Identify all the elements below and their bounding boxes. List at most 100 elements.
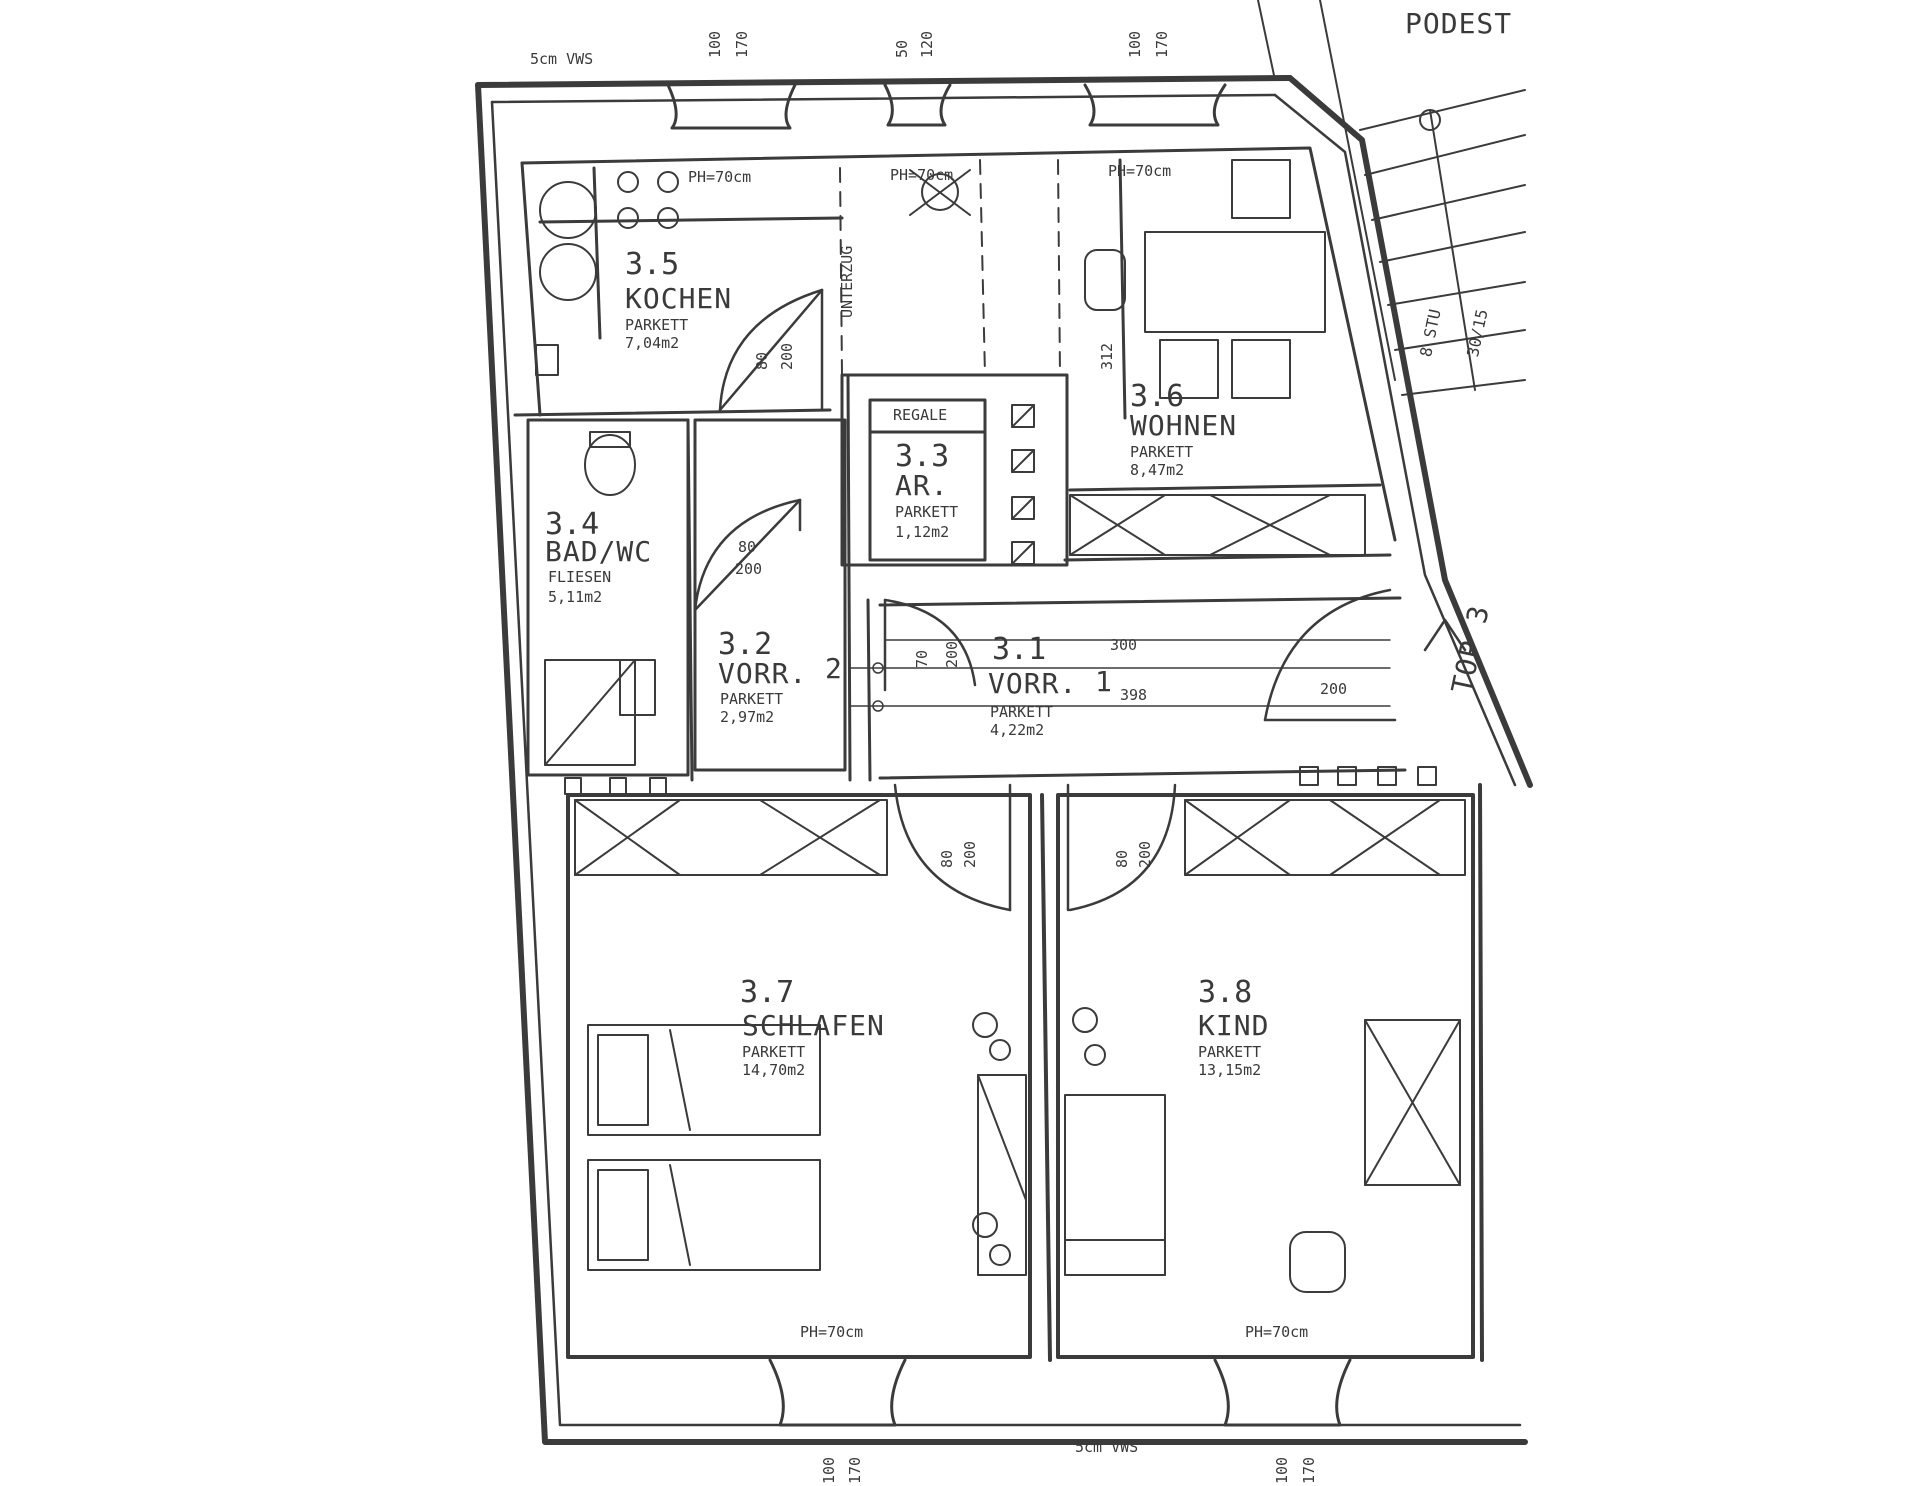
entry-arrow <box>1423 618 1467 652</box>
kitchen-door <box>718 288 824 412</box>
vorr1-area: 4,22m2 <box>990 721 1045 739</box>
entry-door-swing <box>1263 588 1397 722</box>
ar-floor: PARKETT <box>895 503 959 521</box>
kind-window <box>1213 1358 1352 1427</box>
top-window-left-dim-2: 170 <box>733 30 751 58</box>
kind-wardrobe <box>1364 1019 1461 1186</box>
wohnen-window-bench <box>1069 494 1366 556</box>
kochen-door-dim-2: 200 <box>778 342 796 370</box>
schlafen-area: 14,70m2 <box>742 1061 806 1079</box>
desk <box>1064 1094 1346 1293</box>
schlafen-name: SCHLAFEN <box>742 1009 885 1042</box>
bad-door-dim-1: 80 <box>738 538 757 556</box>
schlafen-floor: PARKETT <box>742 1043 806 1061</box>
ar-area: 1,12m2 <box>895 523 950 541</box>
schlafen-window-bench <box>574 799 888 876</box>
vorr1-door-dim-2: 200 <box>943 640 961 668</box>
kochen-number: 3.5 <box>625 247 680 282</box>
vorr1-marker: 1 <box>1095 665 1113 698</box>
kochen-name: KOCHEN <box>625 282 733 315</box>
kind-floor: PARKETT <box>1198 1043 1262 1061</box>
kind-name: KIND <box>1198 1009 1270 1042</box>
podest-label: PODEST <box>1405 7 1513 40</box>
schlafen-window <box>768 1358 907 1427</box>
shelf-boxes <box>1011 404 1035 565</box>
kind-number: 3.8 <box>1198 975 1253 1010</box>
vorr2-name: VORR. <box>718 657 808 690</box>
schlafen-walls <box>566 793 1052 1362</box>
bottom-wall-note: 5cm VWS <box>1075 1438 1139 1456</box>
bad-name: BAD/WC <box>545 535 653 568</box>
stairwell <box>1257 0 1526 396</box>
bad-walls <box>526 418 694 782</box>
ar-number: 3.3 <box>895 439 950 474</box>
bottom-window-left-dim-1: 100 <box>820 1456 838 1484</box>
kind-door-dim-1: 80 <box>1113 849 1131 868</box>
entry-door-dim: 200 <box>1320 680 1348 698</box>
bottom-window-left-dim-2: 170 <box>846 1456 864 1484</box>
unterzug-dashes <box>839 159 1061 376</box>
vorr1-door-swing <box>883 598 977 692</box>
vorr2-area: 2,97m2 <box>720 708 775 726</box>
top-window-right-dim-2: 170 <box>1153 30 1171 58</box>
ar-shelves: REGALE <box>893 406 948 424</box>
vorr1-name: VORR. <box>988 667 1078 700</box>
top-window-mid-dim-2: 120 <box>918 30 936 58</box>
schlafen-door-dim-1: 80 <box>938 849 956 868</box>
kind-window-bench <box>1184 799 1466 876</box>
stove <box>535 171 679 376</box>
bottom-window-right-dim-2: 170 <box>1300 1456 1318 1484</box>
kochen-floor: PARKETT <box>625 316 689 334</box>
kind-area: 13,15m2 <box>1198 1061 1262 1079</box>
ar-name: AR. <box>895 469 949 502</box>
vorr2-marker: 2 <box>825 652 843 685</box>
bad-floor: FLIESEN <box>548 568 612 586</box>
kind-door-dim-2: 200 <box>1136 840 1154 868</box>
unterzug-label: UNTERZUG <box>838 245 856 318</box>
top-window-mid-dim-1: 50 <box>893 39 911 58</box>
vorr1-dim-b: 398 <box>1120 686 1148 704</box>
top-windows <box>666 83 1227 130</box>
wohnen-ph: PH=70cm <box>1108 162 1172 180</box>
wohnen-number: 3.6 <box>1130 379 1185 414</box>
vorr2-floor: PARKETT <box>720 690 784 708</box>
schlafen-door <box>893 783 1012 912</box>
kitchen-walls <box>513 146 1397 542</box>
shower <box>544 659 656 766</box>
plant-icons <box>972 1007 1106 1266</box>
vorr2-number: 3.2 <box>718 627 773 662</box>
top-window-right-dim-1: 100 <box>1126 30 1144 58</box>
kochen-ph: PH=70cm <box>688 168 752 186</box>
kochen-door-dim-1: 80 <box>753 351 771 370</box>
dim-lines <box>849 639 1391 712</box>
bad-door-dim-2: 200 <box>735 560 763 578</box>
kind-ph: PH=70cm <box>1245 1323 1309 1341</box>
bad-number: 3.4 <box>545 507 600 542</box>
vorr1-dim-a: 300 <box>1110 636 1138 654</box>
schlafen-door-dim-2: 200 <box>961 840 979 868</box>
kind-walls <box>1056 783 1484 1362</box>
dining-table <box>1084 159 1326 399</box>
kind-door <box>1066 783 1177 912</box>
wohnen-area: 8,47m2 <box>1130 461 1185 479</box>
extractor-x <box>909 169 971 216</box>
top-window-left-dim-1: 100 <box>706 30 724 58</box>
schlafen-number: 3.7 <box>740 975 795 1010</box>
outer-walls <box>475 75 1533 1445</box>
kitchen-ph-2: PH=70cm <box>890 166 954 184</box>
wohnen-height-mark: 312 <box>1098 342 1116 370</box>
vorr1-number: 3.1 <box>992 632 1047 667</box>
wohnen-floor: PARKETT <box>1130 443 1194 461</box>
bad-area: 5,11m2 <box>548 588 603 606</box>
schlafen-ph: PH=70cm <box>800 1323 864 1341</box>
vorr1-door-dim-1: 70 <box>913 649 931 668</box>
wohnen-name: WOHNEN <box>1130 409 1238 442</box>
bottom-window-right-dim-1: 100 <box>1273 1456 1291 1484</box>
outer-wall-inner-line <box>490 93 1522 1427</box>
ar-walls <box>840 373 1069 567</box>
wardrobe <box>977 1074 1027 1276</box>
bad-door-swing <box>693 498 802 612</box>
toilet <box>584 431 636 496</box>
vorr1-floor: PARKETT <box>990 703 1054 721</box>
